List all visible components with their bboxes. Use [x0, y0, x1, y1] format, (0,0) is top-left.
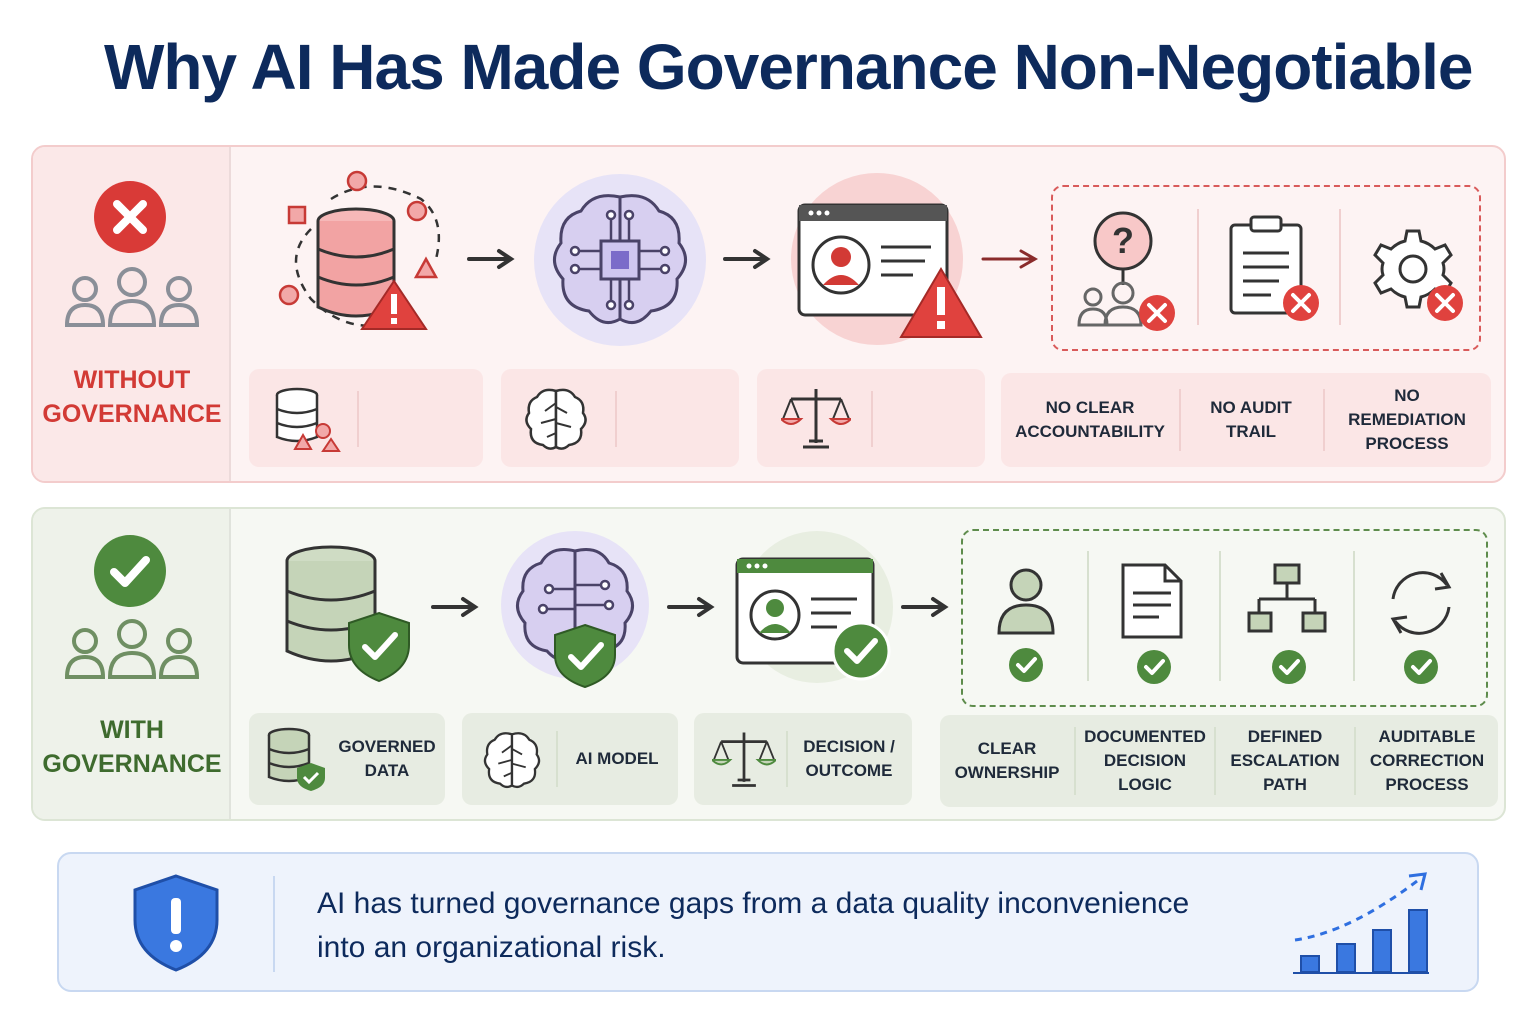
with-governance-label: WITH GOVERNANCE — [42, 716, 222, 778]
decision-outcome-card: DECISION /OUTCOME — [694, 713, 912, 805]
scales-icon — [781, 389, 851, 449]
ungoverned-decision-card — [757, 369, 985, 467]
ai-brain-chip-icon — [534, 174, 706, 346]
governed-ai-brain-icon — [501, 531, 649, 689]
ungoverned-data-card — [249, 369, 483, 467]
flow-arrow-icon — [431, 597, 479, 617]
without-governance-sidebar: WITHOUT GOVERNANCE — [33, 147, 231, 481]
ai-model-card: AI MODEL — [462, 713, 678, 805]
svg-text:?: ? — [1112, 220, 1134, 261]
flow-arrow-icon — [901, 597, 949, 617]
page-title: Why AI Has Made Governance Non-Negotiabl… — [104, 31, 1473, 103]
flow-arrow-icon — [981, 249, 1039, 269]
document-check-icon — [1121, 563, 1183, 684]
escalation-hierarchy-check-icon — [1247, 563, 1327, 684]
success-check-icon — [94, 535, 166, 607]
rising-trend-chart-icon — [1293, 872, 1429, 974]
without-governance-label: WITHOUT GOVERNANCE — [42, 366, 222, 428]
scales-icon — [712, 732, 776, 787]
governed-database-shield-icon — [285, 545, 410, 683]
with-governance-panel: WITH GOVERNANCE — [31, 507, 1506, 821]
shield-alert-icon — [133, 874, 219, 972]
flow-arrow-icon — [667, 597, 715, 617]
database-shield-icon — [267, 727, 325, 791]
error-x-icon — [94, 181, 166, 253]
missing-controls-box: ? — [1051, 185, 1481, 351]
missing-remediation-gear-icon — [1373, 229, 1463, 321]
with-governance-sidebar: WITH GOVERNANCE — [33, 509, 231, 819]
unknown-owner-icon: ? — [1077, 211, 1175, 331]
correction-cycle-check-icon — [1390, 571, 1452, 684]
ungoverned-model-card — [501, 369, 739, 467]
ungoverned-database-icon — [278, 170, 441, 330]
stage-decision-outcome: DECISION /OUTCOME — [803, 737, 895, 780]
flow-arrow-icon — [467, 249, 515, 269]
without-governance-panel: WITHOUT GOVERNANCE — [31, 145, 1506, 483]
owner-check-icon — [997, 568, 1055, 682]
missing-audit-clipboard-icon — [1229, 215, 1319, 321]
brain-icon — [525, 388, 587, 450]
stage-ai-model: AI MODEL — [575, 749, 659, 768]
insight-text: AI has turned governance gaps from a dat… — [317, 887, 1190, 964]
people-group-icon — [64, 267, 200, 327]
database-warning-icon — [275, 387, 341, 452]
governance-controls-box — [961, 529, 1488, 707]
governed-decision-window-icon — [735, 531, 893, 683]
flow-arrow-icon — [723, 249, 771, 269]
brain-icon — [483, 732, 541, 789]
people-group-icon — [64, 619, 200, 679]
key-insight-banner: AI has turned governance gaps from a dat… — [57, 852, 1479, 992]
decision-window-warning-icon — [791, 173, 983, 345]
